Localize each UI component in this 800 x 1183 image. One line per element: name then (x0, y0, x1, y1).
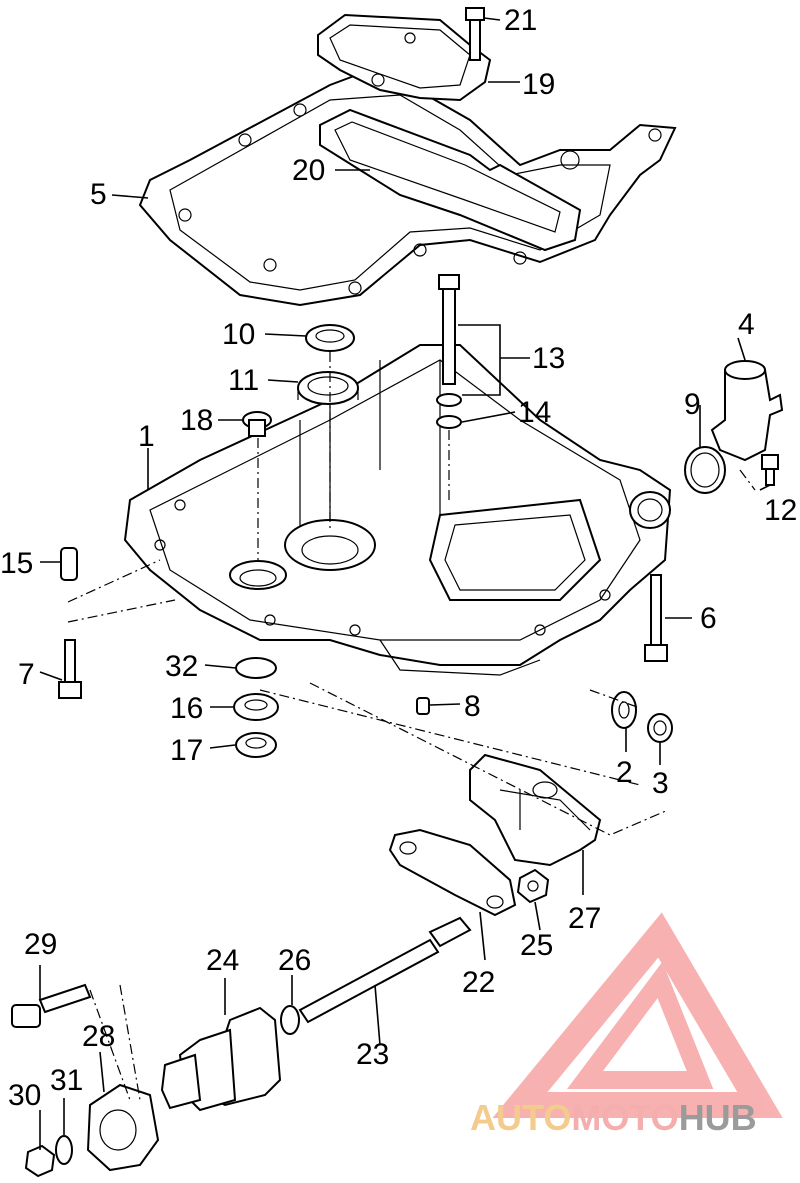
callout-6: 6 (700, 602, 717, 635)
mount-part-24 (160, 1006, 282, 1112)
pin-part-8 (416, 697, 430, 715)
washer-part-2 (611, 691, 637, 729)
callout-15: 15 (0, 547, 33, 580)
watermark-triangle (492, 912, 783, 1118)
plug-part-3 (647, 713, 673, 743)
callout-24: 24 (206, 944, 239, 977)
leader-lines (39, 17, 771, 1150)
callout-20: 20 (292, 154, 325, 187)
callout-14: 14 (518, 396, 551, 429)
callout-17: 17 (170, 734, 203, 767)
oring-part-9 (684, 446, 726, 494)
stud-part-23 (298, 916, 472, 1024)
watermark-auto-text: AUTO (470, 1097, 571, 1138)
seal-part-17 (235, 732, 277, 758)
cover-part-19 (317, 13, 492, 102)
watermark-moto-text: MOTO (571, 1097, 678, 1138)
bolt-part-12 (761, 454, 779, 486)
callout-13: 13 (532, 342, 565, 375)
alignment-lines (67, 352, 756, 1101)
gasket-part-22 (388, 828, 517, 917)
bolt-part-6 (644, 574, 668, 662)
bracket-part-27 (469, 753, 602, 867)
callout-32: 32 (165, 650, 198, 683)
callout-18: 18 (180, 404, 213, 437)
bolt-part-29 (11, 983, 92, 1028)
bolt-part-21 (465, 7, 485, 61)
seal-part-11 (297, 371, 359, 405)
callout-28: 28 (82, 1020, 115, 1053)
snap-ring-part-32 (235, 657, 277, 679)
bolt-part-13 (438, 274, 460, 385)
cap-part-28 (86, 1083, 160, 1172)
outlet-part-4 (710, 360, 784, 462)
callout-31: 31 (50, 1064, 83, 1097)
seal-part-10 (305, 324, 355, 352)
nut-part-25 (516, 868, 550, 904)
bolt-part-7 (58, 639, 82, 699)
callout-25: 25 (520, 929, 553, 962)
callout-7: 7 (18, 658, 35, 691)
callout-27: 27 (568, 902, 601, 935)
callout-19: 19 (522, 68, 555, 101)
callout-8: 8 (464, 690, 481, 723)
nut-part-30 (24, 1144, 56, 1178)
callout-23: 23 (356, 1038, 389, 1071)
washer-part-31 (55, 1135, 73, 1165)
housing-part-1 (123, 344, 672, 676)
watermark-hub-text: HUB (679, 1097, 757, 1138)
svg-text:AUTOMOTOHUB: AUTOMOTOHUB (470, 1097, 757, 1138)
callout-5: 5 (90, 178, 107, 211)
callout-labels: 21 19 20 5 10 11 13 14 18 1 4 9 12 15 6 … (0, 4, 797, 1112)
callout-26: 26 (278, 944, 311, 977)
callout-2: 2 (616, 756, 633, 789)
callout-4: 4 (738, 308, 755, 341)
callout-10: 10 (222, 318, 255, 351)
callout-21: 21 (504, 4, 537, 37)
callout-29: 29 (24, 928, 57, 961)
callout-11: 11 (228, 364, 259, 397)
callout-30: 30 (8, 1079, 41, 1112)
callout-3: 3 (652, 767, 669, 800)
callout-16: 16 (170, 692, 203, 725)
callout-9: 9 (684, 388, 701, 421)
watermark-logo: AUTOMOTOHUB (470, 912, 783, 1138)
callout-12: 12 (764, 494, 797, 527)
washer-part-26 (280, 1005, 300, 1035)
washer-part-14 (436, 393, 462, 429)
callout-1: 1 (138, 420, 155, 453)
callout-22: 22 (462, 966, 495, 999)
dowel-part-15 (60, 547, 78, 581)
bearing-part-16 (233, 693, 279, 721)
